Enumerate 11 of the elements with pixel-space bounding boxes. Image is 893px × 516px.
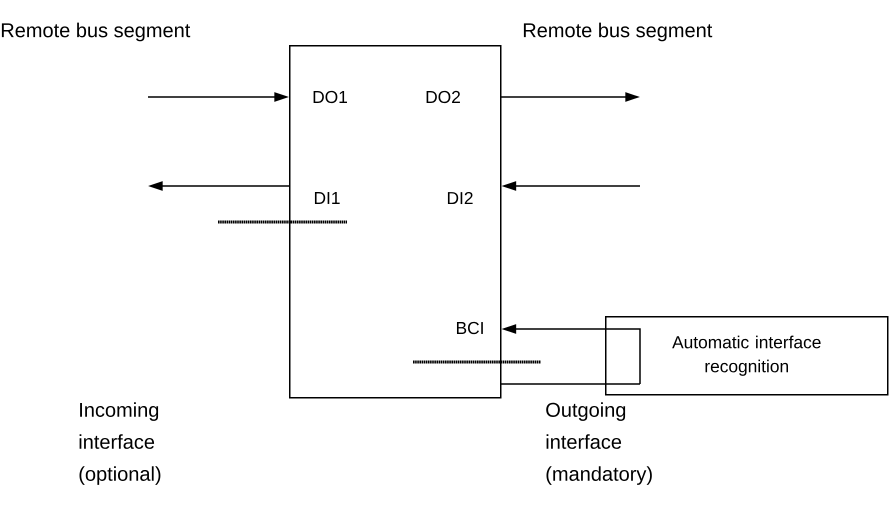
caption-text: Outgoing interface (mandatory)	[546, 402, 652, 485]
port-label: DO1	[314, 90, 347, 104]
block-box	[289, 45, 502, 398]
caption-text: Remote bus segment	[2, 22, 190, 42]
caption-text: Remote bus segment	[524, 22, 712, 42]
caption-text: Incoming interface (optional)	[80, 402, 160, 485]
port-label: DI2	[448, 192, 473, 204]
port-label: DO2	[426, 90, 460, 104]
recognition-box: Automatic interface recognition	[605, 316, 888, 396]
port-label: BCI	[456, 322, 483, 334]
port-label: DI1	[314, 192, 340, 204]
